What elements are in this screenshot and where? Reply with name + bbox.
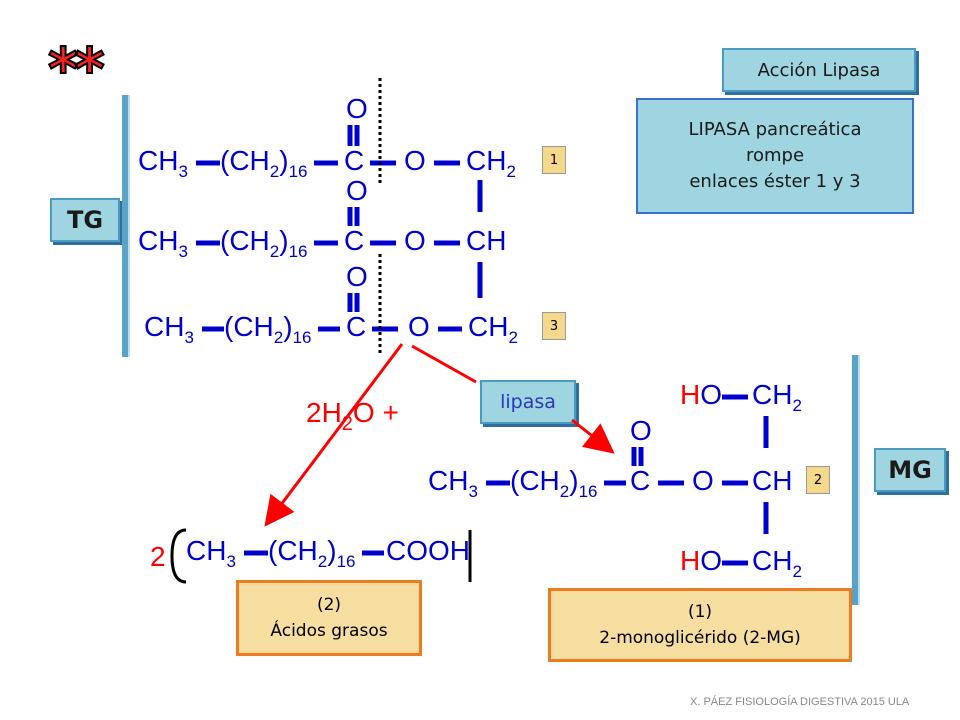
carbon-2: C (344, 225, 364, 256)
ch3-1: CH3 (138, 145, 188, 181)
ester-number-2: 2 (806, 466, 830, 494)
carbon-3: C (346, 311, 366, 342)
fa-ch2-chain: (CH2)16 (268, 535, 355, 571)
lipasa-info-line2: rompe (745, 145, 805, 166)
ester-number-3: 3 (542, 312, 566, 340)
ch2-chain-3: (CH2)16 (224, 311, 311, 347)
arrow-to-monoglyceride (571, 418, 615, 454)
mg-bracket-bar (852, 355, 858, 605)
ester-o-2: O (404, 225, 426, 256)
ester-o-1: O (404, 145, 426, 176)
arrow-segment-a (411, 344, 477, 384)
tg-row-1: O CH3 (CH2)16 C O CH2 (138, 93, 516, 181)
fatty-acid-formula: 2 CH3 (CH2)16 COOH (150, 528, 472, 584)
fatty-acids-box: (2) Ácidos grasos (236, 580, 422, 656)
carbonyl-o-1: O (346, 93, 368, 124)
mg-ch2-top: CH2 (752, 379, 802, 415)
tg-tag: TG (50, 198, 120, 242)
tg-row-2: O CH3 (CH2)16 C O CH (138, 175, 506, 261)
ch3-2: CH3 (138, 225, 188, 261)
arrow-to-fatty-acids (264, 343, 404, 527)
mg-ho-top: HO (680, 379, 722, 410)
footer-credit: X. PÁEZ FISIOLOGÍA DIGESTIVA 2015 ULA (690, 696, 910, 708)
accion-lipasa-tag: Acción Lipasa (722, 48, 916, 92)
mg-ho-bottom: HO (680, 545, 722, 576)
glycerol-ch2-3: CH2 (468, 311, 518, 347)
fatty-acid-coefficient: 2 (150, 541, 166, 572)
monoglyceride-formula: HO CH2 O CH3 (CH2)16 C O CH HO CH2 (428, 379, 802, 581)
tg-bracket-bar (122, 95, 128, 357)
mg-carbonyl-o: O (630, 415, 652, 446)
mg-tag: MG (874, 448, 946, 492)
ch3-3: CH3 (144, 311, 194, 347)
glycerol-ch-2: CH (466, 225, 506, 256)
ch2-chain-1: (CH2)16 (220, 145, 307, 181)
monoglyceride-count: (1) (687, 602, 713, 622)
glycerol-ch2-1: CH2 (466, 145, 516, 181)
mg-ch2-chain: (CH2)16 (510, 465, 597, 501)
carbon-1: C (344, 145, 364, 176)
ch2-chain-2: (CH2)16 (220, 225, 307, 261)
stars-decoration: ** (47, 35, 106, 103)
fa-cooh: COOH (386, 535, 470, 566)
lipasa-info-line3: enlaces éster 1 y 3 (689, 171, 861, 192)
lipasa-info-line1: LIPASA pancreática (688, 119, 862, 140)
mg-ester-o: O (692, 465, 714, 496)
water-reactant: 2H2O + (306, 397, 399, 435)
ester-o-3: O (408, 311, 430, 342)
carbonyl-o-2: O (346, 175, 368, 206)
lipasa-tag: lipasa (480, 380, 576, 424)
fatty-acids-count: (2) (316, 595, 342, 615)
tg-row-3: O CH3 (CH2)16 C O CH2 (144, 261, 518, 347)
ester-number-1: 1 (542, 146, 566, 174)
mg-carbon: C (630, 465, 650, 496)
mg-ch2-bottom: CH2 (752, 545, 802, 581)
lipasa-info-box: LIPASA pancreática rompe enlaces éster 1… (636, 98, 914, 214)
fatty-acid-left-bracket (170, 528, 187, 584)
fatty-acids-label: Ácidos grasos (270, 621, 388, 641)
monoglyceride-box: (1) 2-monoglicérido (2-MG) (548, 588, 852, 662)
mg-ch: CH (752, 465, 792, 496)
fa-ch3: CH3 (186, 535, 236, 571)
carbonyl-o-3: O (346, 261, 368, 292)
mg-ch3: CH3 (428, 465, 478, 501)
monoglyceride-label: 2-monoglicérido (2-MG) (599, 628, 801, 648)
